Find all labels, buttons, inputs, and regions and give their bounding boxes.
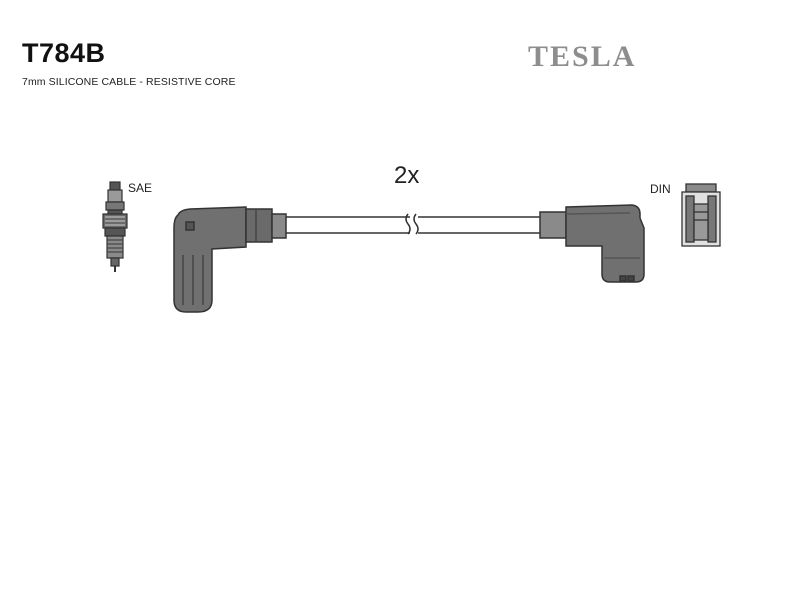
part-number: T784B <box>22 38 106 68</box>
brand-logo: TESLA <box>528 40 637 73</box>
cable-spec: 7mm SILICONE CABLE - RESISTIVE CORE <box>22 76 236 88</box>
left-connector-boot <box>173 206 287 313</box>
sae-label: SAE <box>128 181 153 195</box>
distributor-terminal-icon <box>681 183 721 247</box>
din-label: DIN <box>650 182 671 196</box>
right-connector-boot <box>539 204 645 283</box>
spark-plug-icon <box>102 181 128 272</box>
quantity-label: 2x <box>394 162 420 189</box>
ignition-cable <box>286 213 540 235</box>
